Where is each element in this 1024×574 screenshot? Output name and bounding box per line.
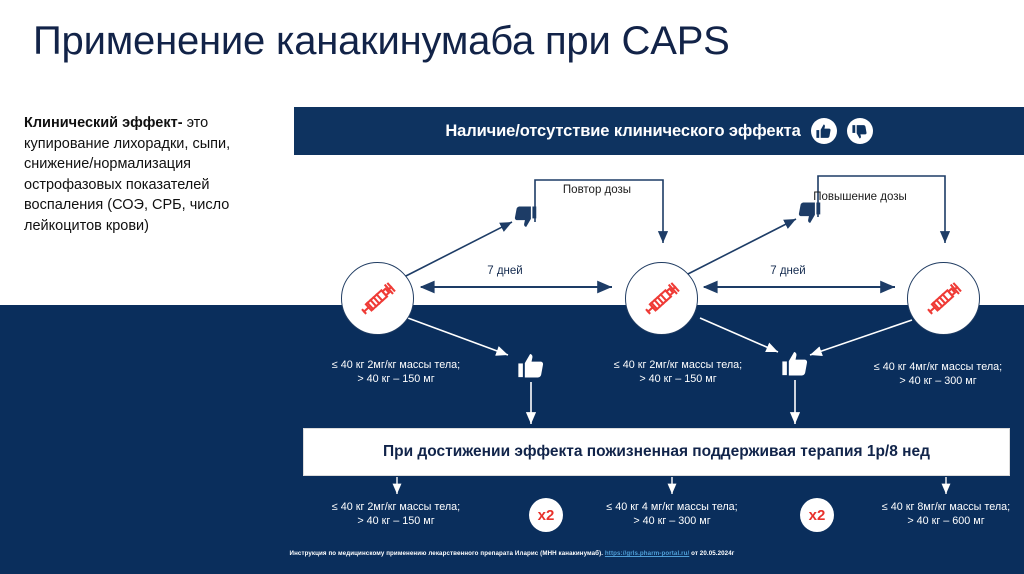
footnote-prefix: Инструкция по медицинскому применению ле… (289, 550, 604, 557)
bottom-dose-block-2: ≤ 40 кг 4 мг/кг массы тела; > 40 кг – 30… (572, 500, 772, 528)
thumbs-down-icon (846, 118, 873, 144)
page-title: Применение канакинумаба при CAPS (33, 19, 730, 63)
dose-line-2: > 40 кг – 150 мг (639, 373, 717, 385)
dose-line-1: ≤ 40 кг 2мг/кг массы тела; (331, 359, 461, 371)
dose-block-3: ≤ 40 кг 4мг/кг массы тела; > 40 кг – 300… (838, 360, 1024, 388)
dose-line-2: > 40 кг – 150 мг (357, 373, 435, 385)
thumbs-up-icon-effect-2 (779, 348, 810, 384)
dose-block-2: ≤ 40 кг 2мг/кг массы тела; > 40 кг – 150… (578, 358, 778, 386)
banner-label: Наличие/отсутствие клинического эффекта (445, 121, 801, 140)
thumbs-down-icon-repeat (512, 203, 540, 236)
syringe-icon (353, 274, 403, 324)
callout-repeat-dose: Повтор дозы (562, 184, 632, 196)
bottom-dose-block-3: ≤ 40 кг 8мг/кг массы тела; > 40 кг – 600… (846, 500, 1024, 528)
injection-node-3 (907, 262, 980, 335)
interval-label-2: 7 дней (770, 265, 806, 277)
maintenance-therapy-box: При достижении эффекта пожизненная подде… (303, 428, 1010, 476)
syringe-icon (919, 274, 969, 324)
callout-increase-dose: Повышение дозы (813, 191, 907, 203)
clinical-effect-body: это купирование лихорадки, сыпи, снижени… (24, 115, 231, 234)
dose-line-2: > 40 кг – 300 мг (633, 515, 711, 527)
dose-line-2: > 40 кг – 150 мг (357, 515, 435, 527)
dose-line-2: > 40 кг – 300 мг (899, 375, 977, 387)
footnote-suffix: от 20.05.2024г (691, 550, 735, 557)
syringe-icon (637, 274, 687, 324)
interval-label-1: 7 дней (487, 265, 523, 277)
footnote-link[interactable]: https://grls.pharm-portal.ru/ (604, 550, 690, 557)
multiplier-badge-1: x2 (529, 498, 563, 532)
injection-node-2 (625, 262, 698, 335)
multiplier-badge-2: x2 (800, 498, 834, 532)
bottom-dose-block-1: ≤ 40 кг 2мг/кг массы тела; > 40 кг – 150… (296, 500, 496, 528)
footnote: Инструкция по медицинскому применению ле… (0, 550, 1024, 557)
dose-line-1: ≤ 40 кг 2мг/кг массы тела; (613, 359, 743, 371)
thumbs-down-icon-increase (796, 199, 824, 232)
dose-line-1: ≤ 40 кг 4 мг/кг массы тела; (606, 501, 738, 513)
effect-presence-banner: Наличие/отсутствие клинического эффекта (294, 107, 1024, 155)
clinical-effect-description: Клинический эффект- это купирование лихо… (24, 113, 286, 237)
dose-line-1: ≤ 40 кг 8мг/кг массы тела; (881, 501, 1011, 513)
clinical-effect-heading: Клинический эффект- (24, 115, 183, 131)
dose-block-1: ≤ 40 кг 2мг/кг массы тела; > 40 кг – 150… (296, 358, 496, 386)
thumbs-up-icon-effect-1 (515, 350, 546, 386)
dose-line-1: ≤ 40 кг 2мг/кг массы тела; (331, 501, 461, 513)
dose-line-2: > 40 кг – 600 мг (907, 515, 985, 527)
injection-node-1 (341, 262, 414, 335)
thumbs-up-icon (810, 118, 837, 144)
dose-line-1: ≤ 40 кг 4мг/кг массы тела; (873, 361, 1003, 373)
maintenance-therapy-text: При достижении эффекта пожизненная подде… (382, 443, 930, 460)
